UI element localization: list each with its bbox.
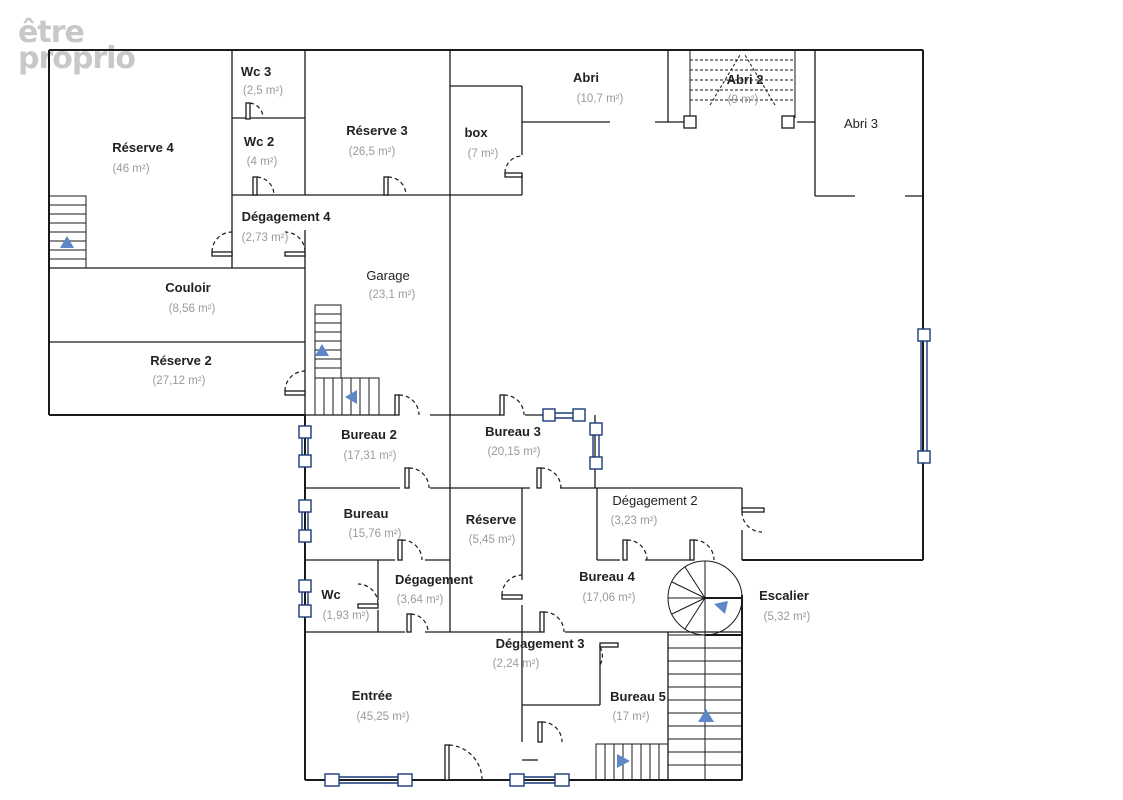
room-label-wc2: Wc 2 (4 m²) <box>244 134 278 168</box>
room-name: Réserve 2 <box>150 353 211 368</box>
room-label-degagement: Dégagement (3,64 m²) <box>395 572 474 606</box>
room-area: (17,06 m²) <box>582 592 635 604</box>
stair-arrow-icon <box>60 236 74 248</box>
room-label-bureau3: Bureau 3 (20,15 m²) <box>485 424 541 458</box>
room-name: Wc 3 <box>241 64 271 79</box>
stairs-reserve4 <box>48 195 87 269</box>
room-label-reserve2: Réserve 2 (27,12 m²) <box>150 353 211 387</box>
room-name: Wc 2 <box>244 134 274 149</box>
room-label-reserve3: Réserve 3 (26,5 m²) <box>346 123 407 158</box>
room-area: (5,45 m²) <box>469 534 516 546</box>
room-area: (10,7 m²) <box>577 93 624 105</box>
stairs-abri2 <box>689 50 796 118</box>
room-label-entree: Entrée (45,25 m²) <box>352 688 410 723</box>
room-label-reserve4: Réserve 4 (46 m²) <box>112 140 174 175</box>
room-area: (17 m²) <box>612 711 649 723</box>
logo-line-1: être <box>18 15 85 50</box>
room-name: Abri <box>573 70 599 85</box>
logo-line-2: proprio <box>18 41 136 76</box>
room-name: box <box>464 125 488 140</box>
room-label-couloir: Couloir (8,56 m²) <box>165 280 215 315</box>
stairs-garage <box>314 304 380 416</box>
stair-arrow-icon <box>617 754 630 768</box>
room-label-abri3: Abri 3 <box>844 116 878 131</box>
room-label-bureau2: Bureau 2 (17,31 m²) <box>341 427 397 462</box>
room-area: (23,1 m²) <box>369 289 416 301</box>
stair-arrow-icon <box>345 390 357 404</box>
room-area: (2,73 m²) <box>242 232 289 244</box>
room-label-degagement4: Dégagement 4 (2,73 m²) <box>242 209 332 244</box>
room-name: Réserve 3 <box>346 123 407 138</box>
watermark-logo: être proprio <box>18 15 136 76</box>
stair-arrow-icon <box>698 709 714 722</box>
room-name: Dégagement <box>395 572 474 587</box>
room-area: (3,23 m²) <box>611 515 658 527</box>
room-label-escalier: Escalier (5,32 m²) <box>759 588 810 623</box>
room-name: Escalier <box>759 588 809 603</box>
room-label-degagement2: Dégagement 2 (3,23 m²) <box>611 493 698 527</box>
room-label-degagement3: Dégagement 3 (2,24 m²) <box>493 636 585 670</box>
doors <box>211 102 765 781</box>
room-area: (4 m²) <box>247 156 278 168</box>
stair-arrow-icon <box>315 344 329 356</box>
room-area: (27,12 m²) <box>152 375 205 387</box>
room-label-bureau5: Bureau 5 (17 m²) <box>610 689 666 723</box>
room-area: (1,93 m²) <box>323 610 370 622</box>
room-name: Bureau 5 <box>610 689 666 704</box>
room-label-box: box (7 m²) <box>464 125 498 160</box>
room-name: Abri 3 <box>844 116 878 131</box>
room-name: Réserve 4 <box>112 140 174 155</box>
room-name: Bureau 2 <box>341 427 397 442</box>
room-area: (46 m²) <box>112 163 149 175</box>
room-name: Abri 2 <box>727 72 764 87</box>
room-area: (9 m²) <box>728 94 759 106</box>
stairs-escalier-straight <box>667 634 743 781</box>
room-area: (2,5 m²) <box>243 85 283 97</box>
room-label-abri: Abri (10,7 m²) <box>573 70 623 105</box>
room-label-bureau: Bureau (15,76 m²) <box>344 506 402 540</box>
room-area: (20,15 m²) <box>487 446 540 458</box>
room-name: Wc <box>321 587 341 602</box>
room-area: (8,56 m²) <box>169 303 216 315</box>
room-name: Dégagement 4 <box>242 209 332 224</box>
room-area: (2,24 m²) <box>493 658 540 670</box>
room-name: Garage <box>366 268 409 283</box>
stairs-escalier-spiral <box>667 560 743 636</box>
stairs-bureau5 <box>595 743 669 781</box>
room-name: Dégagement 2 <box>612 493 697 508</box>
windows <box>298 115 931 787</box>
room-area: (3,64 m²) <box>397 594 444 606</box>
room-name: Bureau <box>344 506 389 521</box>
room-name: Bureau 4 <box>579 569 635 584</box>
room-label-garage: Garage (23,1 m²) <box>366 268 415 301</box>
room-name: Entrée <box>352 688 392 703</box>
room-label-abri2: Abri 2 (9 m²) <box>727 72 764 106</box>
room-name: Couloir <box>165 280 211 295</box>
room-name: Bureau 3 <box>485 424 541 439</box>
internal-walls <box>49 50 923 780</box>
room-name: Réserve <box>466 512 517 527</box>
room-area: (15,76 m²) <box>348 528 401 540</box>
room-area: (5,32 m²) <box>764 611 811 623</box>
room-area: (45,25 m²) <box>356 711 409 723</box>
room-name: Dégagement 3 <box>496 636 585 651</box>
room-label-wc: Wc (1,93 m²) <box>321 587 369 622</box>
room-label-reserve: Réserve (5,45 m²) <box>466 512 517 546</box>
room-label-bureau4: Bureau 4 (17,06 m²) <box>579 569 636 604</box>
room-area: (7 m²) <box>468 148 499 160</box>
room-label-wc3: Wc 3 (2,5 m²) <box>241 64 283 97</box>
room-area: (17,31 m²) <box>343 450 396 462</box>
stair-arrow-icon <box>714 601 728 614</box>
room-area: (26,5 m²) <box>349 146 396 158</box>
